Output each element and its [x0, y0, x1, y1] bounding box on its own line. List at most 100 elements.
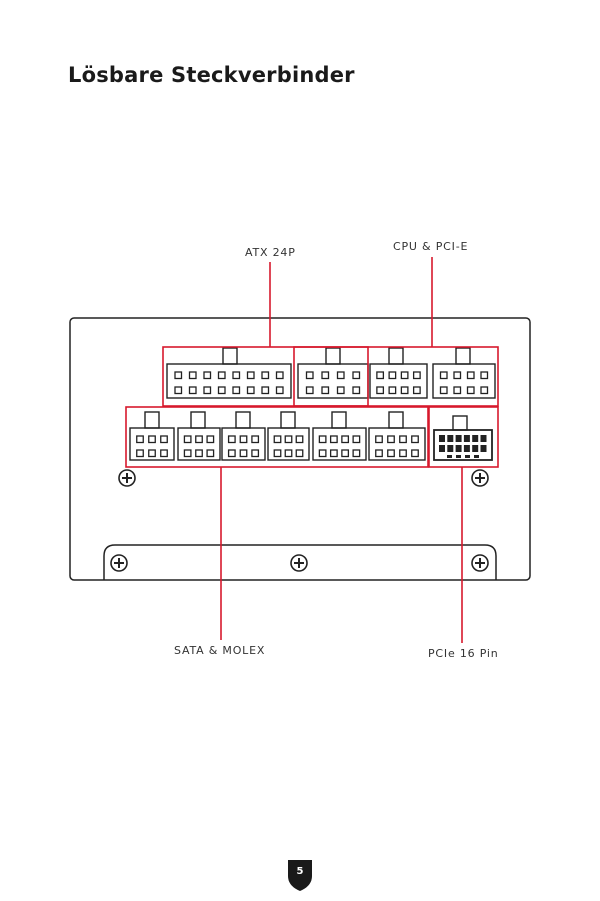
connector-pin: [439, 435, 445, 442]
sata-molex-connector: [221, 427, 266, 461]
connector-pin: [352, 386, 361, 395]
connector-pin: [321, 371, 330, 380]
screw-icon: [471, 469, 489, 487]
connector-pin: [466, 371, 475, 380]
connector-pin: [136, 449, 144, 458]
connector-pin: [472, 445, 479, 452]
sata-molex-latch: [388, 411, 404, 429]
connector-pin: [376, 371, 385, 380]
pcie16-latch: [452, 415, 468, 431]
connector-pin: [295, 449, 304, 458]
connector-pin: [227, 435, 236, 444]
connector-pin: [399, 435, 407, 444]
sata-molex-latch: [331, 411, 347, 429]
connector-pin: [206, 449, 215, 458]
cpu-pcie-latch: [455, 347, 471, 365]
connector-pin: [412, 386, 421, 395]
connector-pin: [480, 386, 489, 395]
atx-24p-latch: [222, 347, 238, 365]
connector-pin: [227, 449, 236, 458]
screw-icon: [290, 554, 308, 572]
connector-pin: [375, 435, 383, 444]
connector-pin: [295, 435, 304, 444]
pcie16-highlight: [428, 406, 499, 468]
connector-pin: [412, 371, 421, 380]
connector-pin: [261, 371, 270, 380]
connector-pin: [318, 449, 327, 458]
connector-pin: [453, 371, 462, 380]
connector-pin: [195, 435, 203, 444]
connector-pin: [447, 435, 454, 442]
connector-pin: [439, 386, 448, 395]
sata-molex-latch: [144, 411, 160, 429]
connector-pin: [246, 386, 255, 395]
sense-pin: [447, 455, 452, 458]
connector-pin: [352, 371, 361, 380]
connector-pin: [411, 435, 419, 444]
cpu-pcie-latch: [325, 347, 341, 365]
connector-pin: [239, 435, 248, 444]
label-sata-molex: SATA & MOLEX: [174, 644, 266, 657]
connector-pin: [480, 371, 489, 380]
connector-pin: [336, 371, 345, 380]
connector-pin: [329, 449, 338, 458]
connector-pin: [387, 449, 395, 458]
page-badge-icon: [288, 860, 312, 891]
sense-pin: [456, 455, 461, 458]
label-cpu-pcie: CPU & PCI-E: [393, 240, 469, 253]
screw-icon: [118, 469, 136, 487]
connector-pin: [305, 386, 314, 395]
connector-pin: [305, 371, 314, 380]
cpu-pcie-latch: [388, 347, 404, 365]
connector-pin: [341, 435, 350, 444]
connector-pin: [160, 435, 168, 444]
connector-pin: [195, 449, 203, 458]
connector-pin: [336, 386, 345, 395]
cpu-pcie-connector: [369, 363, 428, 399]
cpu-pcie-highlight: [293, 346, 499, 407]
connector-pin: [261, 386, 270, 395]
sata-molex-connector: [368, 427, 426, 461]
connector-pin: [321, 386, 330, 395]
connector-pin: [352, 435, 361, 444]
connector-pin: [183, 449, 192, 458]
label-atx-24p: ATX 24P: [245, 246, 296, 259]
connector-pin: [375, 449, 383, 458]
sense-pin: [474, 455, 479, 458]
sata-molex-connector: [129, 427, 175, 461]
connector-pin: [399, 449, 407, 458]
connector-pin: [400, 371, 409, 380]
sata-molex-connector: [267, 427, 310, 461]
connector-pin: [148, 435, 156, 444]
sata-molex-latch: [280, 411, 296, 429]
page-title: Lösbare Steckverbinder: [68, 63, 355, 87]
connector-pin: [203, 371, 212, 380]
sense-pin: [465, 455, 470, 458]
connector-pin: [174, 386, 183, 395]
connector-pin: [239, 449, 248, 458]
connector-pin: [188, 371, 197, 380]
cpu-pcie-connector: [432, 363, 496, 399]
connector-pin: [284, 435, 293, 444]
page-number: 5: [296, 866, 304, 877]
connector-pin: [217, 386, 226, 395]
connector-pin: [273, 435, 282, 444]
connector-pin: [352, 449, 361, 458]
connector-pin: [447, 445, 454, 452]
connector-pin: [453, 386, 462, 395]
connector-pin: [160, 449, 168, 458]
sata-molex-latch: [190, 411, 206, 429]
connector-pin: [480, 435, 487, 442]
connector-pin: [388, 386, 397, 395]
connector-pin: [463, 445, 470, 452]
sata-molex-highlight: [125, 406, 429, 468]
atx-24p-connector: [166, 363, 292, 399]
connector-pin: [463, 435, 470, 442]
label-pcie-16-pin: PCIe 16 Pin: [428, 647, 499, 660]
screw-icon: [471, 554, 489, 572]
connector-pin: [439, 445, 445, 452]
connector-pin: [388, 371, 397, 380]
connector-pin: [217, 371, 226, 380]
connector-pin: [246, 371, 255, 380]
